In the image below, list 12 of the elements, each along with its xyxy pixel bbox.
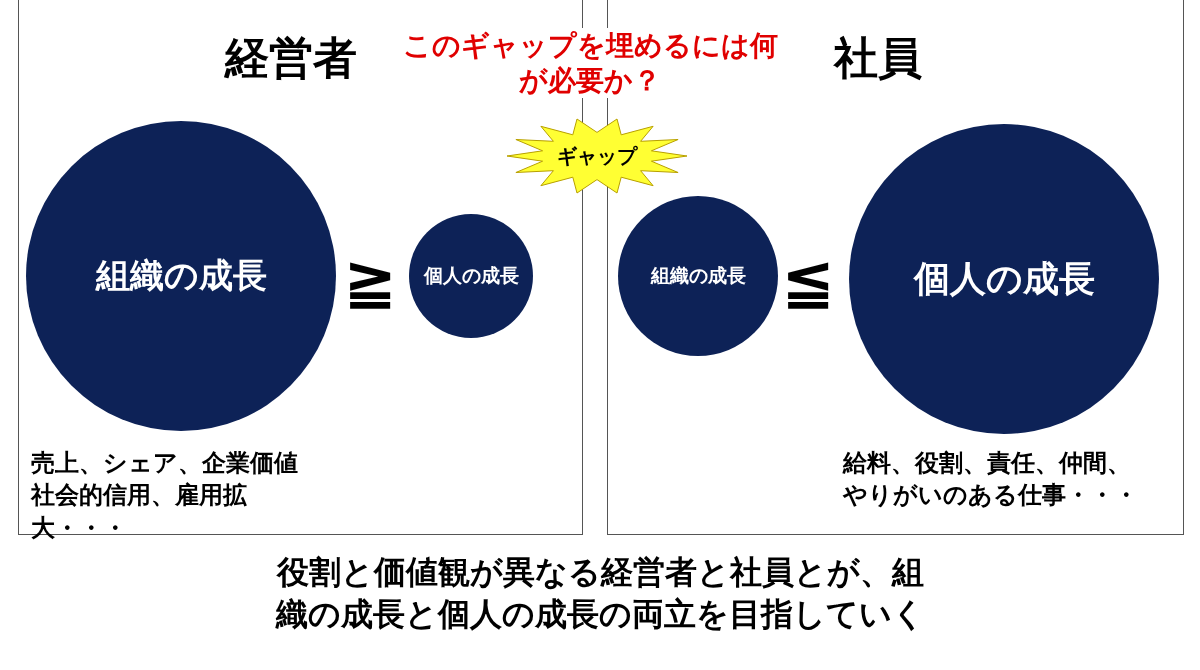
panel-heading: 社員	[834, 32, 922, 84]
circle-label: 組織の成長	[650, 264, 746, 288]
circle-label: 組織の成長	[95, 255, 267, 296]
panel-heading: 経営者	[225, 32, 357, 84]
circle-label: 個人の成長	[423, 264, 519, 288]
circle-label: 個人の成長	[913, 256, 1095, 301]
comparison-symbol: ≧	[343, 243, 397, 318]
starburst-label: ギャップ	[557, 143, 637, 169]
description-text: 売上、シェア、企業価値社会的信用、雇用拡大・・・	[31, 448, 299, 543]
comparison-symbol: ≦	[781, 243, 835, 318]
description-text: 給料、役割、責任、仲間、やりがいのある仕事・・・	[843, 448, 1139, 511]
caption-text: 役割と価値観が異なる経営者と社員とが、組織の成長と個人の成長の両立を目指していく	[274, 553, 926, 634]
